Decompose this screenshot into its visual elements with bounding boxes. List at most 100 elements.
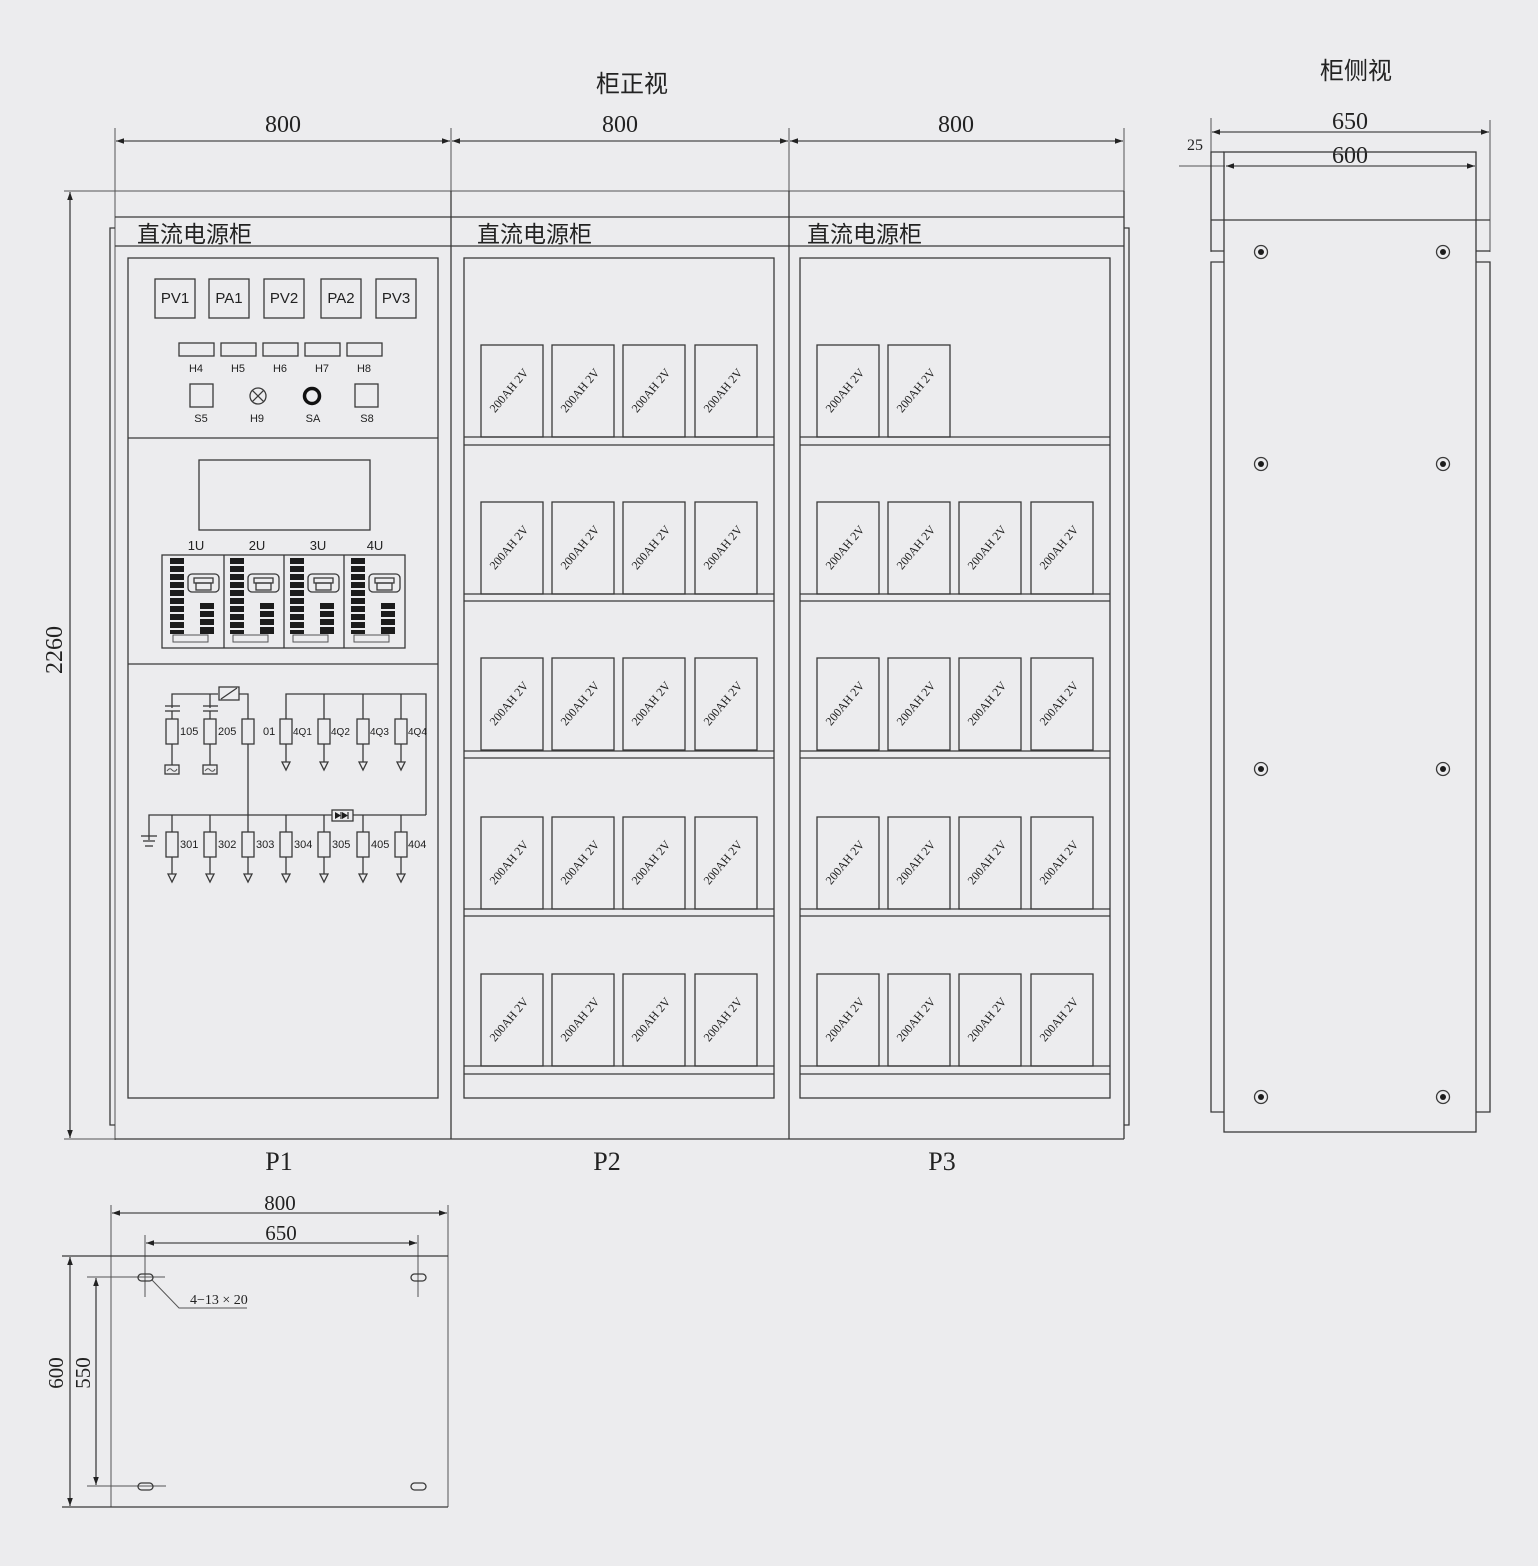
battery-cell: 200AH 2V xyxy=(958,973,1022,1067)
battery-label: 200AH 2V xyxy=(487,365,532,415)
cabinet-label-p2: P2 xyxy=(593,1147,620,1176)
base-hole-spacing-x: 650 xyxy=(265,1221,297,1245)
module-2u: 2U xyxy=(249,538,266,553)
bolt-icon xyxy=(1253,244,1269,260)
battery-cell: 200AH 2V xyxy=(958,657,1022,751)
circuit-4q2: 4Q2 xyxy=(331,727,350,738)
meter-pv1: PV1 xyxy=(161,290,189,307)
battery-cell: 200AH 2V xyxy=(887,816,951,910)
battery-cell: 200AH 2V xyxy=(622,501,686,595)
battery-cell: 200AH 2V xyxy=(1030,973,1094,1067)
circuit-4q4: 4Q4 xyxy=(408,727,427,738)
battery-cell: 200AH 2V xyxy=(958,501,1022,595)
diode-icon xyxy=(331,809,354,822)
cabinet-title-p3: 直流电源柜 xyxy=(807,222,922,248)
battery-label: 200AH 2V xyxy=(629,837,674,887)
battery-label: 200AH 2V xyxy=(487,522,532,572)
battery-cell: 200AH 2V xyxy=(816,816,880,910)
battery-cell: 200AH 2V xyxy=(694,344,758,438)
battery-cell: 200AH 2V xyxy=(551,657,615,751)
meter-pa1: PA1 xyxy=(215,290,242,307)
battery-label: 200AH 2V xyxy=(823,365,868,415)
battery-label: 200AH 2V xyxy=(965,678,1010,728)
battery-cell: 200AH 2V xyxy=(694,816,758,910)
side-view-title: 柜侧视 xyxy=(1320,57,1392,85)
meter-pv3: PV3 xyxy=(382,290,410,307)
meter-pa2: PA2 xyxy=(327,290,354,307)
height-dim-label: 2260 xyxy=(42,626,68,674)
battery-label: 200AH 2V xyxy=(1037,678,1082,728)
battery-label: 200AH 2V xyxy=(629,365,674,415)
indicator-h8: H8 xyxy=(357,363,371,375)
battery-label: 200AH 2V xyxy=(558,837,603,887)
battery-cell: 200AH 2V xyxy=(816,501,880,595)
bolt-icon xyxy=(1253,761,1269,777)
battery-cell: 200AH 2V xyxy=(480,973,544,1067)
indicator-row: H4 H5 H6 H7 H8 xyxy=(178,342,383,375)
battery-cell: 200AH 2V xyxy=(551,816,615,910)
indicator-h6: H6 xyxy=(273,363,287,375)
battery-label: 200AH 2V xyxy=(629,994,674,1044)
front-view-title: 柜正视 xyxy=(596,70,668,98)
cabinet-outlines xyxy=(109,191,1130,1140)
width-dim-p2: 800 xyxy=(602,112,638,138)
battery-label: 200AH 2V xyxy=(629,522,674,572)
mounting-bolts xyxy=(1253,244,1451,1105)
slot-hole-icon xyxy=(137,1273,154,1282)
module-4u: 4U xyxy=(367,538,384,553)
battery-label: 200AH 2V xyxy=(894,837,939,887)
battery-label: 200AH 2V xyxy=(487,994,532,1044)
battery-cell: 200AH 2V xyxy=(622,973,686,1067)
battery-label: 200AH 2V xyxy=(487,678,532,728)
battery-label: 200AH 2V xyxy=(894,522,939,572)
bolt-icon xyxy=(1253,1089,1269,1105)
side-inner-depth: 600 xyxy=(1332,143,1368,169)
battery-cell: 200AH 2V xyxy=(480,657,544,751)
battery-label: 200AH 2V xyxy=(823,994,868,1044)
rectifier-modules: 1U 2U 3U 4U xyxy=(161,538,406,649)
cabinet-title-p2: 直流电源柜 xyxy=(477,222,592,248)
module-3u: 3U xyxy=(310,538,327,553)
battery-label: 200AH 2V xyxy=(1037,837,1082,887)
control-h9: H9 xyxy=(250,413,264,425)
slot-hole-icon xyxy=(410,1273,427,1282)
circuit-404: 404 xyxy=(408,839,426,851)
battery-label: 200AH 2V xyxy=(558,994,603,1044)
battery-cell: 200AH 2V xyxy=(958,816,1022,910)
battery-label: 200AH 2V xyxy=(701,678,746,728)
battery-label: 200AH 2V xyxy=(487,837,532,887)
control-s8: S8 xyxy=(360,413,373,425)
p2-battery-rack: 200AH 2V 200AH 2V 200AH 2V 200AH 2V 200AH 2V… xyxy=(463,257,775,1099)
battery-cell: 200AH 2V xyxy=(622,344,686,438)
battery-label: 200AH 2V xyxy=(894,994,939,1044)
side-flange: 25 xyxy=(1187,137,1203,154)
battery-label: 200AH 2V xyxy=(965,994,1010,1044)
battery-cell: 200AH 2V xyxy=(1030,657,1094,751)
control-row: S5 H9 SA S8 xyxy=(189,383,379,425)
battery-cell: 200AH 2V xyxy=(887,657,951,751)
battery-label: 200AH 2V xyxy=(701,837,746,887)
circuit-405: 405 xyxy=(371,839,389,851)
side-view: 柜侧视 650 600 25 xyxy=(1179,57,1491,1133)
circuit-205: 205 xyxy=(218,726,236,738)
circuit-01: 01 xyxy=(263,726,275,738)
base-width: 800 xyxy=(264,1191,296,1215)
battery-label: 200AH 2V xyxy=(823,522,868,572)
cabinet-title-p1: 直流电源柜 xyxy=(137,222,252,248)
battery-label: 200AH 2V xyxy=(1037,994,1082,1044)
base-plan: 800 650 600 550 4−13 × 20 xyxy=(44,1191,449,1508)
battery-cell: 200AH 2V xyxy=(480,501,544,595)
battery-cell: 200AH 2V xyxy=(887,973,951,1067)
battery-cell: 200AH 2V xyxy=(551,501,615,595)
battery-label: 200AH 2V xyxy=(1037,522,1082,572)
battery-label: 200AH 2V xyxy=(965,837,1010,887)
meter-pv2: PV2 xyxy=(270,290,298,307)
side-outer-depth: 650 xyxy=(1332,109,1368,135)
front-view: 柜正视 800 800 800 2260 xyxy=(42,70,1130,1176)
battery-cell: 200AH 2V xyxy=(480,344,544,438)
base-depth: 600 xyxy=(44,1357,68,1389)
module-1u: 1U xyxy=(188,538,205,553)
circuit-4q3: 4Q3 xyxy=(370,727,389,738)
battery-label: 200AH 2V xyxy=(894,365,939,415)
